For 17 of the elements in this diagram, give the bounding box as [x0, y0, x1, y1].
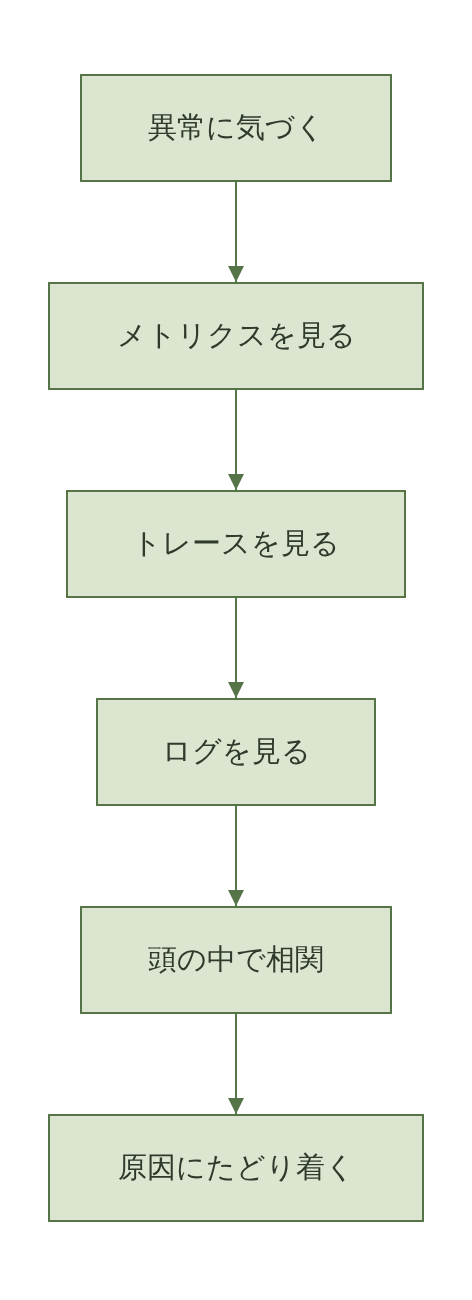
process-box: [80, 74, 392, 182]
node-label: トレースを見る: [132, 525, 340, 562]
arrow: [228, 181, 244, 283]
node-label: 原因にたどり着く: [117, 1149, 355, 1186]
node-label: ログを見る: [161, 733, 311, 770]
process-box: [66, 490, 406, 598]
process-box: [48, 1114, 424, 1222]
process-box: [48, 282, 424, 390]
arrow: [228, 805, 244, 907]
arrow: [228, 597, 244, 699]
node-label: 頭の中で相関: [148, 941, 324, 978]
process-box: [80, 906, 392, 1014]
node-label: メトリクスを見る: [116, 317, 356, 354]
node-label: 異常に気づく: [147, 109, 325, 146]
arrow: [228, 389, 244, 491]
process-box: [96, 698, 376, 806]
arrow: [228, 1013, 244, 1115]
